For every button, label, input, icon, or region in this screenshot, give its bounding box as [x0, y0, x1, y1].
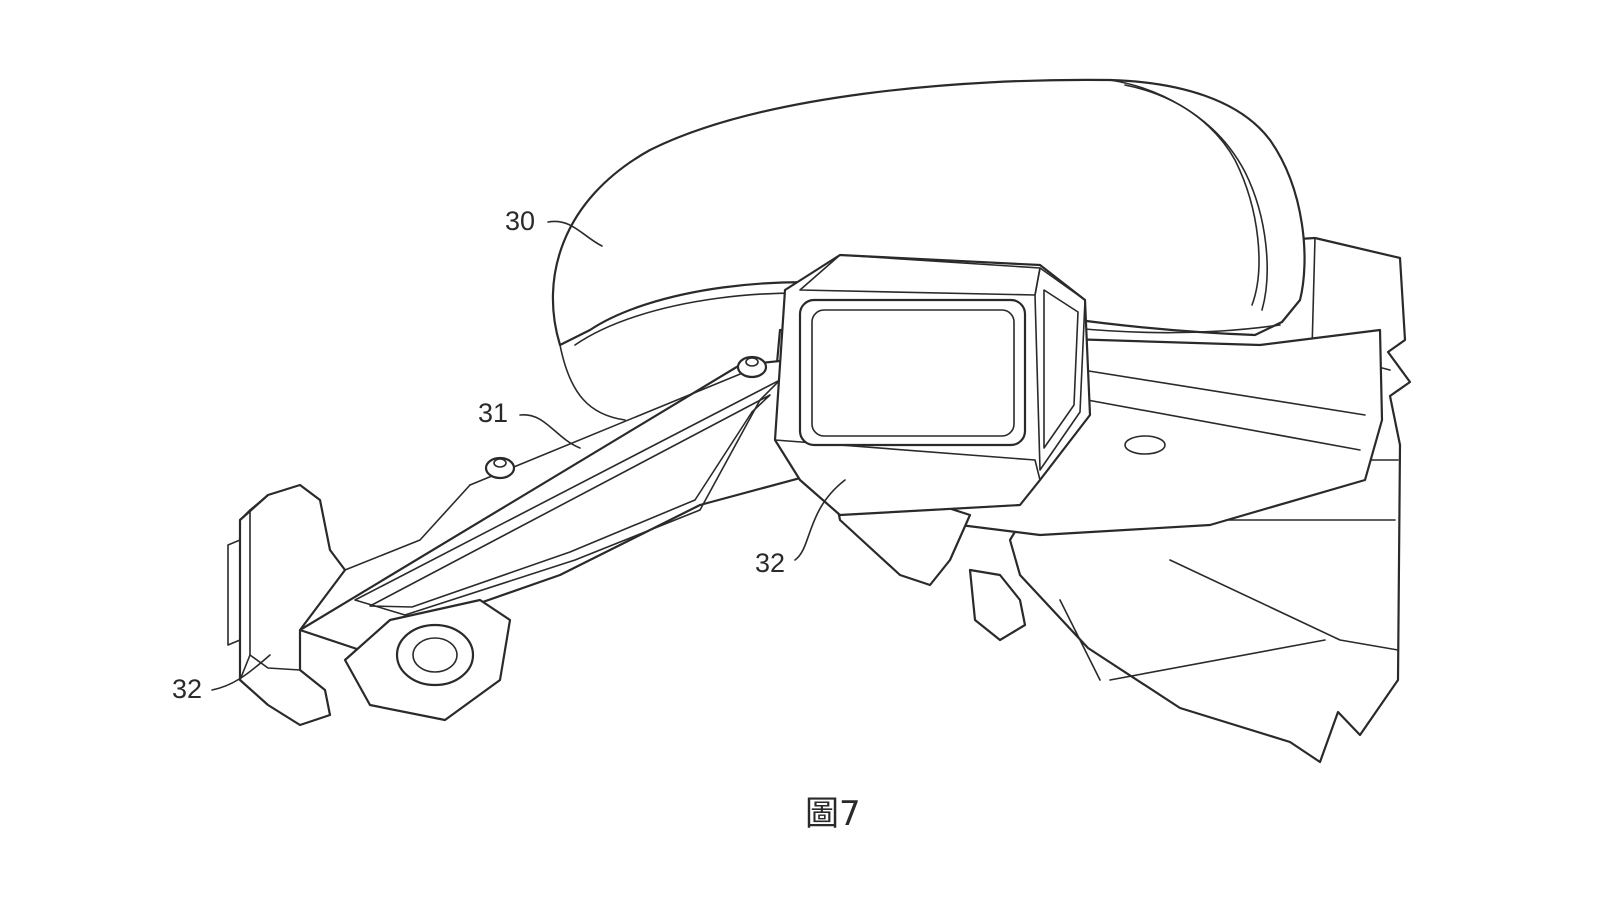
leader-lines	[211, 220, 846, 691]
label-32-right: 32	[755, 548, 785, 578]
arm-31	[298, 355, 852, 652]
leader-32-right	[794, 479, 846, 561]
figure-caption: 圖7	[805, 794, 861, 834]
leader-30	[547, 220, 603, 247]
label-32-left: 32	[172, 674, 202, 704]
leader-31	[519, 414, 581, 449]
pad-block-left-32	[227, 483, 347, 727]
pad-block-right-32	[773, 253, 1092, 517]
leader-32-left	[211, 654, 271, 691]
label-30: 30	[505, 206, 535, 236]
label-31: 31	[478, 398, 508, 428]
